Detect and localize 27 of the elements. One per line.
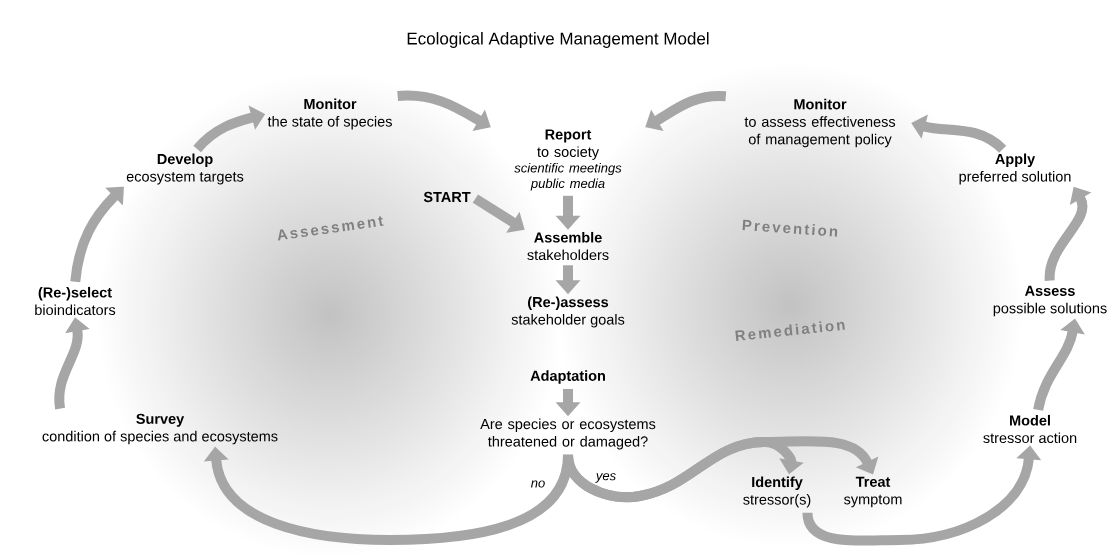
arrow [645,91,726,131]
edge-label: yes [595,473,616,483]
region-label: Remediation [735,321,845,342]
step-text: Monitor to assess effectiveness of management policy [744,98,896,148]
step-text: Report to society scientific meetings public media [514,129,622,191]
arrow [70,186,124,283]
edge-label: no [531,480,545,488]
step-text: (Re-)select bioindicators [35,286,116,316]
step-text: Adaptation [530,370,605,384]
step-text: Monitor the state of species [267,98,392,130]
step-text: Apply preferred solution [959,153,1071,185]
title: Ecological Adaptive Management Model [407,32,709,48]
region-label: Assessment [277,216,384,241]
step-text: Model stressor action [983,414,1077,444]
decision-question: Are species or ecosystems threatened or damaged? [480,418,656,450]
arrow [472,194,525,233]
step-text: Assess possible solutions [993,285,1107,317]
step-text: Develop ecosystem targets [126,153,244,185]
step-text: Assemble stakeholders [527,231,609,261]
step-text: Treat symptom [844,476,902,508]
arrow [563,436,879,502]
arrow [397,90,491,131]
start-label: START [423,191,471,203]
region-label: Prevention [742,219,838,237]
step-text: (Re-)assess stakeholder goals [511,296,625,328]
step-text: Survey condition of species and ecosystems [42,413,278,445]
step-text: Identify stressor(s) [743,476,811,508]
